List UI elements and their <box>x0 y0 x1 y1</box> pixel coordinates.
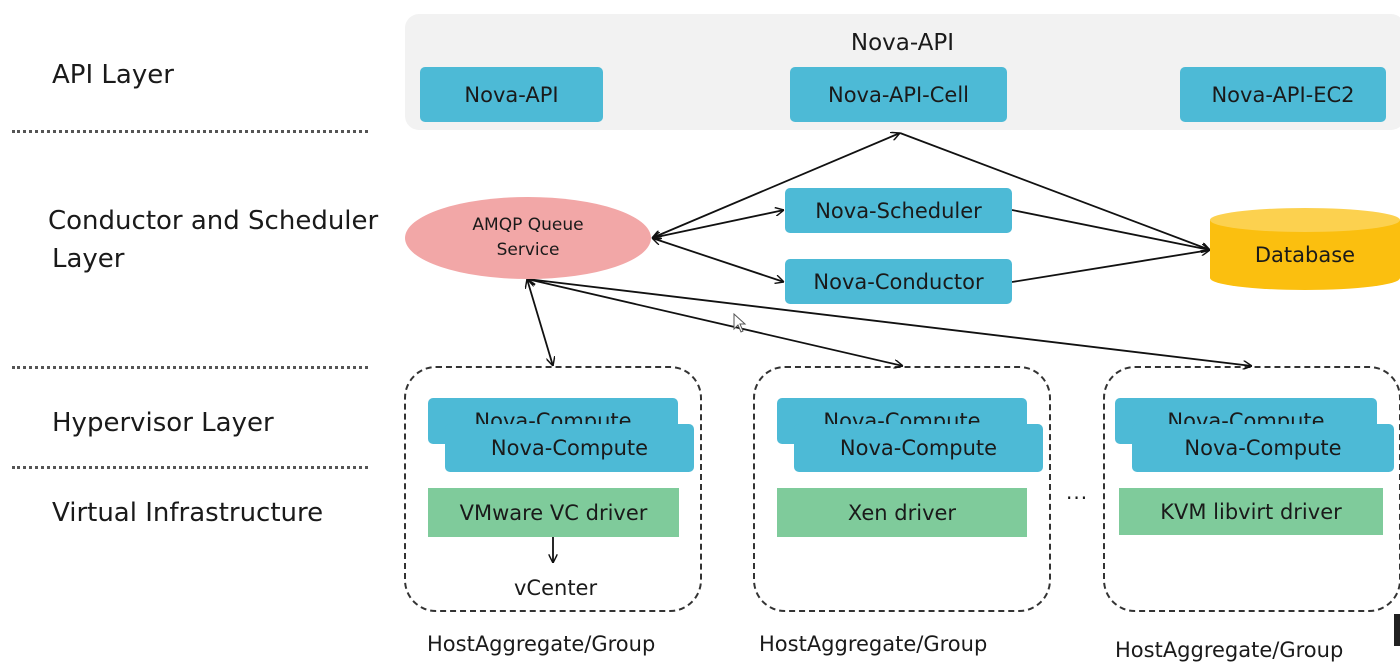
database-cylinder-icon <box>1210 208 1400 290</box>
nova-scheduler-box: Nova-Scheduler <box>785 188 1012 233</box>
amqp-label-line2: Service <box>496 240 560 260</box>
arrow-amqp-group-kvm <box>527 279 1252 366</box>
layer-separator <box>12 130 368 133</box>
amqp-queue-service: AMQP Queue Service <box>405 197 651 279</box>
api-layer-label: API Layer <box>52 60 174 90</box>
layer-separator <box>12 466 368 469</box>
conductor-layer-label-line2: Layer <box>52 244 125 274</box>
nova-api-box: Nova-API <box>420 67 603 122</box>
nova-compute-box: Nova-Compute <box>794 424 1043 472</box>
arrow-amqp-conductor <box>652 238 784 282</box>
hypervisor-layer-label: Hypervisor Layer <box>52 408 274 438</box>
nova-compute-box: Nova-Compute <box>445 424 694 472</box>
line-api-cell-database <box>899 132 1210 250</box>
host-group-caption: HostAggregate/Group <box>1115 638 1344 662</box>
conductor-layer-label-line1: Conductor and Scheduler <box>48 206 379 236</box>
amqp-label-line1: AMQP Queue <box>472 215 584 235</box>
database-label: Database <box>1254 243 1356 267</box>
arrow-amqp-scheduler <box>652 210 784 238</box>
layer-separator <box>12 366 368 369</box>
edge-mark <box>1394 614 1400 646</box>
vcenter-label: vCenter <box>514 576 598 600</box>
vmware-vc-driver-box: VMware VC driver <box>428 488 679 537</box>
nova-compute-box: Nova-Compute <box>1132 424 1394 472</box>
mouse-cursor-icon <box>733 313 747 333</box>
nova-api-ec2-box: Nova-API-EC2 <box>1180 67 1386 122</box>
nova-conductor-box: Nova-Conductor <box>785 259 1012 304</box>
arrow-amqp-group-vmware <box>527 279 553 366</box>
xen-driver-box: Xen driver <box>777 488 1027 537</box>
more-groups-ellipsis: ... <box>1066 480 1089 504</box>
host-group-caption: HostAggregate/Group <box>427 632 656 656</box>
kvm-libvirt-driver-box: KVM libvirt driver <box>1119 488 1383 535</box>
host-group-caption: HostAggregate/Group <box>759 632 988 656</box>
nova-api-cell-box: Nova-API-Cell <box>790 67 1007 122</box>
arrow-conductor-database <box>1011 250 1210 283</box>
arrow-scheduler-database <box>1011 209 1210 250</box>
virtual-infrastructure-label: Virtual Infrastructure <box>52 498 324 528</box>
api-panel-title: Nova-API <box>850 30 955 56</box>
